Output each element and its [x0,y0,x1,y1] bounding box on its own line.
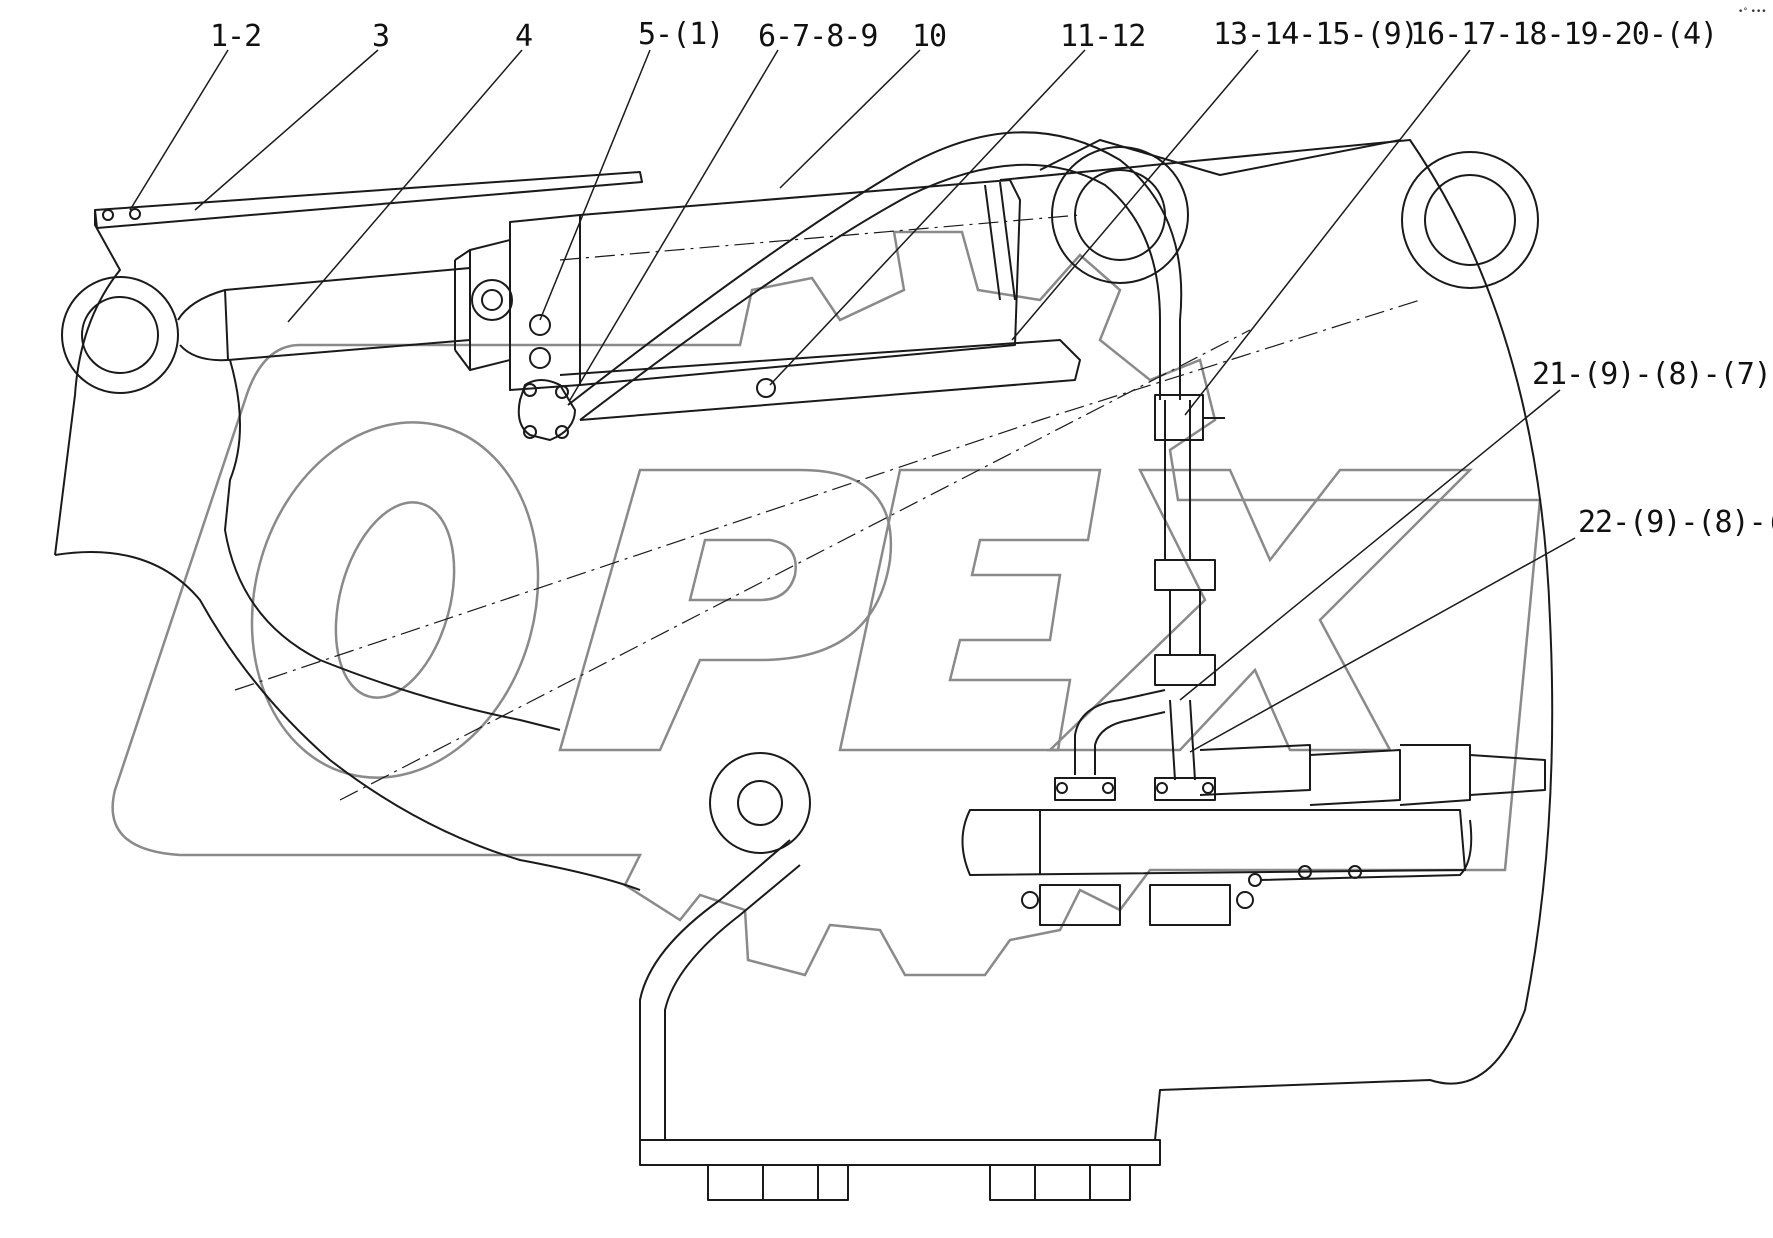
flange-right [1154,777,1216,801]
watermark-logo [111,230,1542,977]
callout-6-7-8-9: 6-7-8-9 [758,19,877,54]
lower-pivot [709,752,811,854]
right-pivot-eye [1051,146,1189,284]
callout-16-20: 16-17-18-19-20-(4) [1410,17,1717,52]
leader-5 [539,49,651,321]
leader-4 [287,49,523,323]
left-pivot-bore [81,296,159,374]
frame-outline-right [999,139,1554,1141]
far-right-pivot [1401,151,1539,289]
callout-4: 4 [515,19,532,54]
callout-21: 21-(9)-(8)-(7) [1532,357,1771,392]
leader-6-7-8-9 [569,49,779,401]
callout-1-2: 1-2 [210,19,261,54]
callout-22: 22-(9)-(8)-(7) [1578,505,1773,540]
fitting-lower [529,347,551,369]
corner-mark: •° ••• [1738,7,1767,17]
side-cylinder [1309,749,1401,806]
machine-line-art [54,131,1554,1201]
callout-labels: 1-2 3 4 5-(1) 6-7-8-9 10 11-12 13-14-15-… [210,17,1773,540]
hose-inner [579,163,1161,421]
plug [756,378,776,398]
cylinder-head [469,239,511,371]
callout-5: 5-(1) [638,17,723,52]
boom-outline [54,210,641,891]
watermark-letter-x [1046,468,1474,752]
vertical-pipe [1164,400,1191,560]
callout-11-12: 11-12 [1060,19,1145,54]
base-block-2 [989,1164,1036,1201]
clamp-middle [1154,559,1216,591]
watermark-gear [111,230,1542,977]
watermark-letter-o-inner [334,501,456,699]
elbow-pipe [1074,689,1166,775]
watermark-letter-p [558,468,893,752]
leader-lines [129,49,1576,753]
leader-1-2 [129,49,229,211]
left-pivot-eye [61,276,179,394]
callout-13-14-15: 13-14-15-(9) [1213,17,1418,52]
valve-block [961,809,1466,876]
base-plate [639,1139,1161,1166]
leader-10 [779,49,921,189]
watermark-letter-o [250,421,540,779]
leader-13-14-15 [1011,49,1259,341]
top-plate [94,171,643,229]
leader-21 [1179,389,1561,701]
base-block-1 [707,1164,764,1201]
hose-outer [567,131,1183,406]
leader-22 [1189,537,1576,753]
watermark-letter-e [838,468,1102,752]
fitting-upper [529,314,551,336]
cylinder-rod [559,339,1081,421]
leader-11-12 [769,49,1086,386]
leader-3 [194,49,379,211]
leader-16-20 [1184,49,1471,416]
flange-left [1054,777,1116,801]
lower-bracket [639,839,801,1140]
callout-3: 3 [372,19,389,54]
lower-block-left [1039,884,1121,926]
callout-10: 10 [912,19,946,54]
